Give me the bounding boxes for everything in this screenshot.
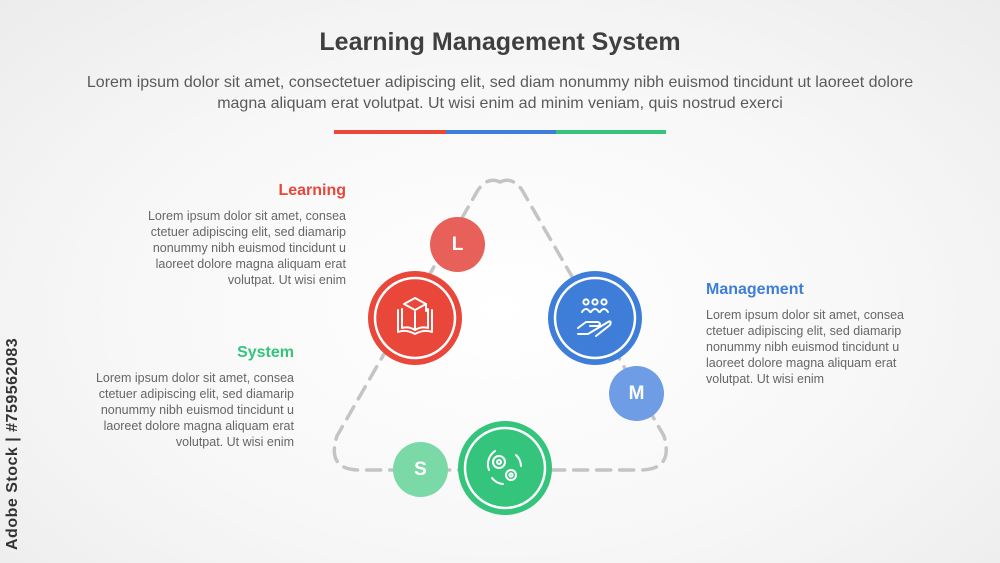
system-block: System Lorem ipsum dolor sit amet, conse…: [60, 344, 294, 450]
page-subtitle: Lorem ipsum dolor sit amet, consectetuer…: [86, 74, 914, 112]
stock-watermark: Adobe Stock | #759562083: [4, 337, 21, 550]
divider-management: [446, 130, 556, 134]
people-hand-icon: [577, 298, 612, 337]
system-heading: System: [237, 344, 294, 361]
learning-block: Learning Lorem ipsum dolor sit amet, con…: [112, 182, 346, 288]
management-circle: [548, 271, 642, 365]
management-heading: Management: [706, 281, 804, 298]
graduation-book-icon: [397, 297, 433, 335]
page-title: Learning Management System: [319, 28, 681, 56]
system-circle: [458, 421, 552, 515]
divider-learning: [334, 130, 446, 134]
system-body: Lorem ipsum dolor sit amet, consea ctetu…: [95, 371, 294, 449]
divider-system: [556, 130, 666, 134]
gears-cycle-icon: [486, 450, 522, 485]
system-letter-badge: S: [393, 442, 448, 497]
learning-body: Lorem ipsum dolor sit amet, consea ctetu…: [147, 209, 346, 287]
management-body: Lorem ipsum dolor sit amet, consea ctetu…: [706, 308, 905, 386]
learning-letter-badge: L: [430, 217, 485, 272]
management-block: Management Lorem ipsum dolor sit amet, c…: [706, 281, 940, 387]
learning-heading: Learning: [278, 182, 346, 199]
management-letter-badge: M: [609, 366, 664, 421]
